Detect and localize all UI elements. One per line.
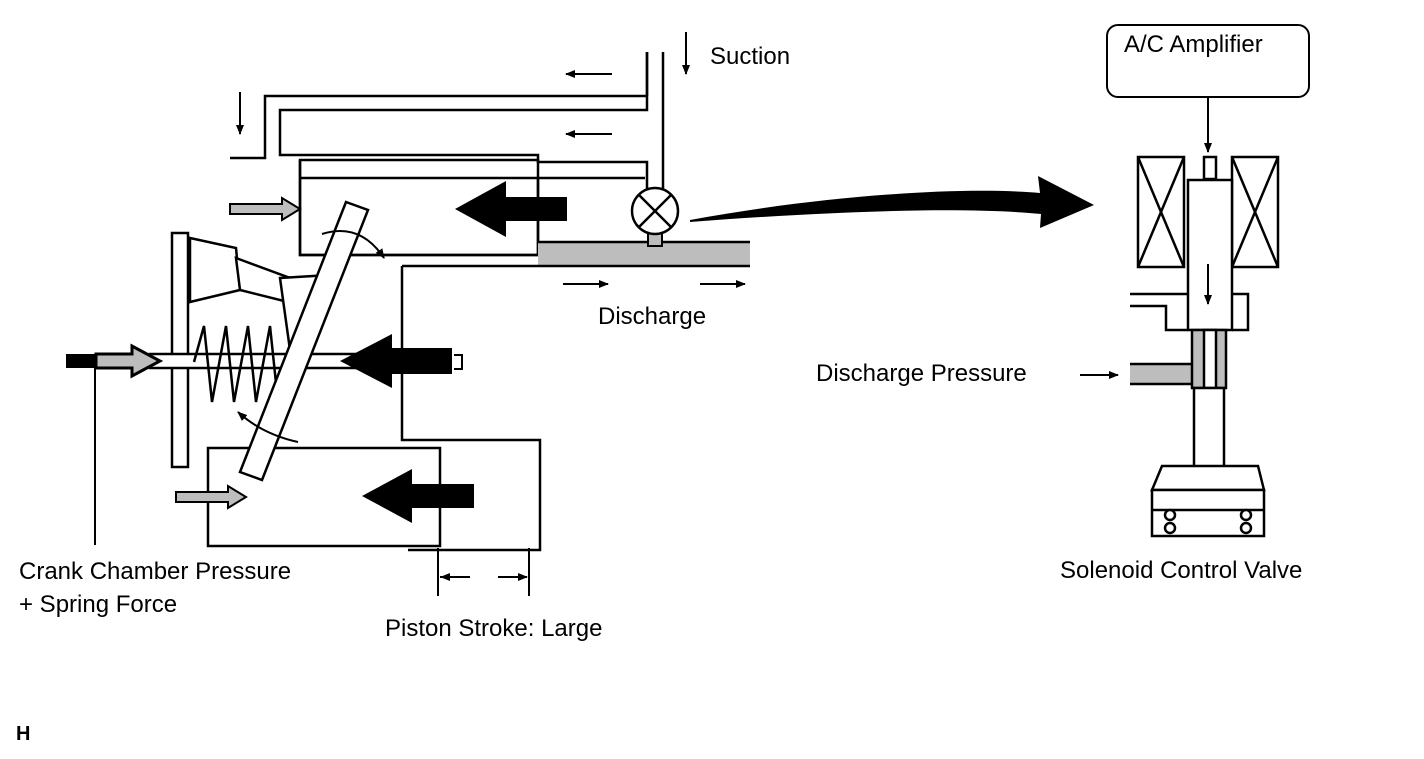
- crank-chamber-pressure-label: Crank Chamber Pressure: [19, 558, 292, 585]
- discharge-pressure-label: Discharge Pressure: [816, 360, 1027, 387]
- discharge-passage: [402, 227, 750, 268]
- ac-amplifier-label: A/C Amplifier: [1124, 31, 1263, 58]
- pressure-arrows: [175, 196, 302, 510]
- suction-flow-arrows: [236, 32, 690, 138]
- suction-passages: [230, 52, 665, 190]
- solenoid-arrows: [1080, 264, 1212, 379]
- crank-housing: [400, 266, 542, 552]
- spring-force-label: + Spring Force: [19, 591, 178, 618]
- solenoid-valve-body: [1130, 155, 1280, 538]
- wobble-plate-assembly: [148, 200, 402, 482]
- control-valve-symbol: [630, 186, 680, 236]
- figure-corner-mark: H: [16, 723, 31, 745]
- force-arrows: [340, 181, 567, 523]
- crank-pressure-input: [66, 343, 463, 545]
- solenoid-control-valve-label: Solenoid Control Valve: [1060, 557, 1303, 584]
- piston-stroke-dimension: [437, 548, 530, 596]
- suction-label: Suction: [710, 43, 791, 70]
- detail-callout-arrow: [690, 176, 1094, 228]
- piston-stroke-label: Piston Stroke: Large: [385, 615, 603, 642]
- ac-amplifier-box: [1106, 24, 1310, 98]
- discharge-label: Discharge: [598, 303, 707, 330]
